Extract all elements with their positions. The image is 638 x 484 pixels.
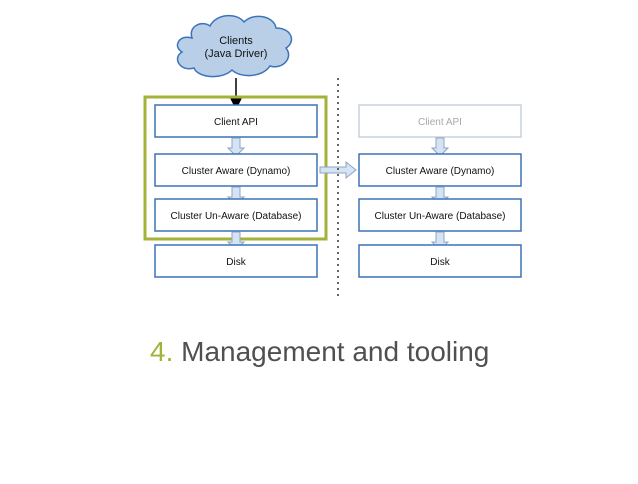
right-cluster-unaware-label: Cluster Un-Aware (Database) xyxy=(375,211,506,222)
left-client-api-box xyxy=(154,104,318,138)
clients-label: Clients xyxy=(219,35,253,47)
clients-cloud: Clients (Java Driver) xyxy=(176,14,293,78)
clients-sublabel: (Java Driver) xyxy=(205,48,268,60)
right-client-api-box xyxy=(358,104,522,138)
right-cluster-aware-box xyxy=(358,153,522,187)
left-disk-label: Disk xyxy=(226,257,246,268)
right-cluster-unaware-box xyxy=(358,198,522,232)
left-client-api-label: Client API xyxy=(214,117,258,128)
slide-title-text: Management and tooling xyxy=(181,336,490,367)
right-disk-label: Disk xyxy=(430,257,450,268)
left-cluster-unaware-box xyxy=(154,198,318,232)
right-cluster-aware-label: Cluster Aware (Dynamo) xyxy=(386,166,495,177)
right-stack: Client API Cluster Aware (Dynamo) Cluste… xyxy=(358,104,522,278)
left-cluster-unaware-label: Cluster Un-Aware (Database) xyxy=(171,211,302,222)
down-arrow-icon xyxy=(226,137,246,157)
left-cluster-aware-label: Cluster Aware (Dynamo) xyxy=(182,166,291,177)
left-stack: Client API Cluster Aware (Dynamo) Cluste… xyxy=(154,104,318,278)
left-disk-box xyxy=(154,244,318,278)
right-disk-box xyxy=(358,244,522,278)
right-client-api-label: Client API xyxy=(418,117,462,128)
down-arrow-icon xyxy=(430,137,450,157)
left-cluster-aware-box xyxy=(154,153,318,187)
slide-title-number: 4. xyxy=(150,336,174,367)
slide-title: 4. Management and tooling xyxy=(150,336,489,368)
